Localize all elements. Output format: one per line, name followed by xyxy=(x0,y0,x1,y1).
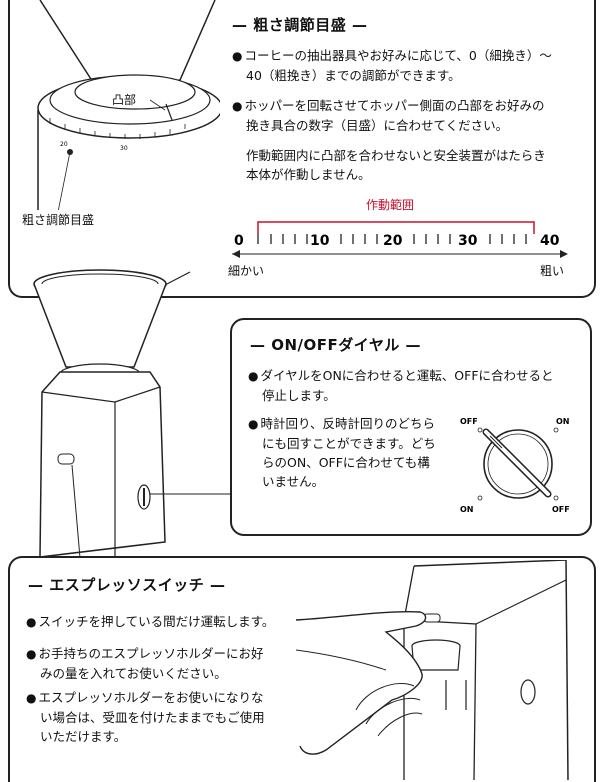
coarseness-bullet-1: ●コーヒーの抽出器具やお好みに応じて、0（細挽き）〜 40（粗挽き）までの調節が… xyxy=(232,48,552,83)
onoff-bullet-1: ●ダイヤルをONに合わせると運転、OFFに合わせると 停止します。 xyxy=(248,368,554,403)
coarseness-scale: 0 10 20 30 40 xyxy=(232,221,568,258)
espresso-bullet-3: ●エスプレッソホルダーをお使いになりな い場合は、受皿を付けたままでもご使用 い… xyxy=(26,690,265,744)
scale-0: 0 xyxy=(234,233,244,249)
dial-on-bottom-left: ON xyxy=(460,505,474,514)
onoff-dial-illustration: OFF ON ON OFF xyxy=(460,417,570,514)
espresso-bullet-1: ●スイッチを押している間だけ運転します。 xyxy=(26,614,275,629)
callout-bump-label: 凸部 xyxy=(112,93,137,107)
espresso-title: — エスプレッソスイッチ — xyxy=(28,576,226,594)
fine-label: 細かい xyxy=(228,264,265,278)
grinder-body-illustration xyxy=(33,269,230,562)
coarseness-title: — 粗さ調節目盛 — xyxy=(232,16,368,34)
dial-mark-20: 20 xyxy=(60,141,68,148)
coarse-label: 粗い xyxy=(540,264,565,278)
scale-20: 20 xyxy=(383,233,403,249)
onoff-bullet-2: ●時計回り、反時計回りのどちら にも回すことができます。どち らのON、OFFに… xyxy=(248,416,436,489)
onoff-panel xyxy=(230,318,592,536)
callout-scale-label: 粗さ調節目盛 xyxy=(22,213,95,227)
range-label: 作動範囲 xyxy=(366,198,415,212)
espresso-hand-illustration xyxy=(296,560,569,780)
dial-mark-30: 30 xyxy=(120,145,128,152)
scale-10: 10 xyxy=(310,233,330,249)
scale-40: 40 xyxy=(540,233,560,249)
dial-off-bottom-right: OFF xyxy=(552,505,570,514)
dial-on-top-right: ON xyxy=(556,417,570,426)
hopper-dial-illustration: 20 30 xyxy=(37,0,220,210)
espresso-bullet-2: ●お手持ちのエスプレッソホルダーにお好 みの量を入れてお使いください。 xyxy=(26,646,264,681)
scale-30: 30 xyxy=(458,233,478,249)
dial-off-top-left: OFF xyxy=(460,417,478,426)
coarseness-note: 作動範囲内に凸部を合わせないと安全装置がはたらき 本体が作動しません。 xyxy=(246,148,546,182)
onoff-title: — ON/OFFダイヤル — xyxy=(250,336,422,354)
coarseness-bullet-2: ●ホッパーを回転させてホッパー側面の凸部をお好みの 挽き具合の数字（目盛）に合わ… xyxy=(232,98,545,133)
